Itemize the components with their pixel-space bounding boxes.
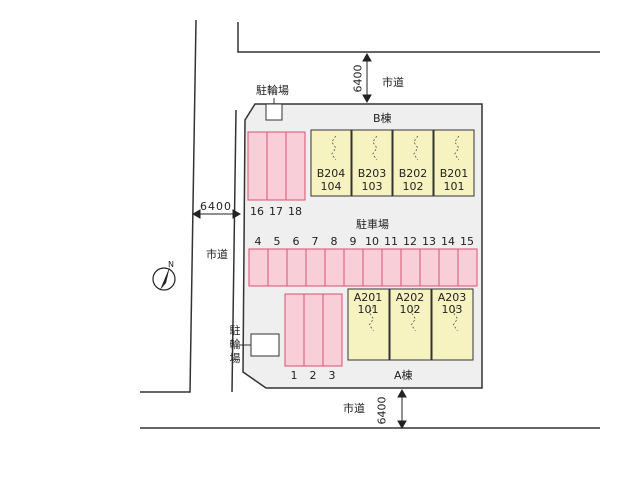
parking-number-9: 9 xyxy=(349,235,357,248)
a-unit-label-103: 103 xyxy=(441,303,463,316)
parking-number-16: 16 xyxy=(250,205,264,218)
b-unit-label-B203: B203 xyxy=(357,167,387,180)
left-road-east-edge xyxy=(231,109,237,393)
parking-number-4: 4 xyxy=(254,235,262,248)
north-label: N xyxy=(168,260,174,269)
parking-stall-3 xyxy=(322,293,343,367)
parking-number-3: 3 xyxy=(328,369,336,382)
b-unit-B203 xyxy=(351,129,393,197)
parking-stall-4 xyxy=(248,248,269,287)
parking-stall-5 xyxy=(267,248,288,287)
building-units xyxy=(310,129,475,361)
parking-number-10: 10 xyxy=(365,235,379,248)
a-unit-label-101: 101 xyxy=(357,303,379,316)
parking-stall-13 xyxy=(419,248,440,287)
parking-number-15: 15 xyxy=(460,235,474,248)
parking-number-6: 6 xyxy=(292,235,300,248)
bicycle-parking-left-char-1: 駐 xyxy=(229,324,241,337)
north-arrow-icon xyxy=(152,266,176,291)
parking-number-7: 7 xyxy=(311,235,319,248)
b-unit-label-B204: B204 xyxy=(316,167,346,180)
a-unit-label-A203: A203 xyxy=(437,291,467,304)
parking-number-8: 8 xyxy=(330,235,338,248)
a-unit-A201 xyxy=(347,288,390,361)
parking-stall-2 xyxy=(303,293,324,367)
b-unit-label-103: 103 xyxy=(361,180,383,193)
city-road-top-label: 市道 xyxy=(382,76,404,89)
parking-stall-18 xyxy=(285,131,306,201)
parking-number-5: 5 xyxy=(273,235,281,248)
parking-stall-17 xyxy=(266,131,287,201)
parking-stall-11 xyxy=(381,248,402,287)
parking-stalls xyxy=(247,131,478,367)
parking-number-13: 13 xyxy=(422,235,436,248)
a-unit-A202 xyxy=(389,288,432,361)
b-unit-label-B201: B201 xyxy=(439,167,469,180)
a-unit-label-A201: A201 xyxy=(353,291,383,304)
a-building-label: A棟 xyxy=(394,369,413,382)
parking-number-18: 18 xyxy=(288,205,302,218)
b-unit-B201 xyxy=(433,129,475,197)
city-road-left-label: 市道 xyxy=(206,248,228,261)
parking-number-11: 11 xyxy=(384,235,398,248)
parking-stall-16 xyxy=(247,131,268,201)
parking-stall-8 xyxy=(324,248,345,287)
bicycle-shed-top xyxy=(265,103,283,121)
parking-stall-6 xyxy=(286,248,307,287)
parking-number-14: 14 xyxy=(441,235,455,248)
dimension-left: 6400 xyxy=(200,200,232,213)
bicycle-parking-left-char-2: 輪 xyxy=(229,338,241,351)
a-unit-A203 xyxy=(431,288,474,361)
b-unit-label-B202: B202 xyxy=(398,167,428,180)
bicycle-shed-left xyxy=(250,333,280,357)
city-road-bottom-label: 市道 xyxy=(343,402,365,415)
parking-number-17: 17 xyxy=(269,205,283,218)
top-road-edge xyxy=(237,22,600,53)
left-road-west-edge xyxy=(140,19,197,393)
b-unit-label-104: 104 xyxy=(320,180,342,193)
parking-number-12: 12 xyxy=(403,235,417,248)
b-building-label: B棟 xyxy=(373,112,392,125)
parking-stall-7 xyxy=(305,248,326,287)
a-unit-label-102: 102 xyxy=(399,303,421,316)
bicycle-parking-left-char-3: 場 xyxy=(229,352,241,365)
parking-stall-1 xyxy=(284,293,305,367)
a-unit-label-A202: A202 xyxy=(395,291,425,304)
parking-stall-15 xyxy=(457,248,478,287)
dimension-bottom: 6400 xyxy=(375,396,389,425)
b-unit-label-101: 101 xyxy=(443,180,465,193)
parking-number-2: 2 xyxy=(309,369,317,382)
b-unit-B204 xyxy=(310,129,352,197)
b-unit-B202 xyxy=(392,129,434,197)
parking-number-1: 1 xyxy=(290,369,298,382)
parking-stall-9 xyxy=(343,248,364,287)
b-unit-label-102: 102 xyxy=(402,180,424,193)
road-lines xyxy=(140,19,600,429)
bicycle-parking-top-label: 駐輪場 xyxy=(256,84,289,97)
dimension-arrows xyxy=(191,52,407,430)
dimension-top: 6400 xyxy=(351,64,365,93)
parking-stall-10 xyxy=(362,248,383,287)
parking-label: 駐車場 xyxy=(356,218,389,231)
parking-stall-14 xyxy=(438,248,459,287)
parking-stall-12 xyxy=(400,248,421,287)
